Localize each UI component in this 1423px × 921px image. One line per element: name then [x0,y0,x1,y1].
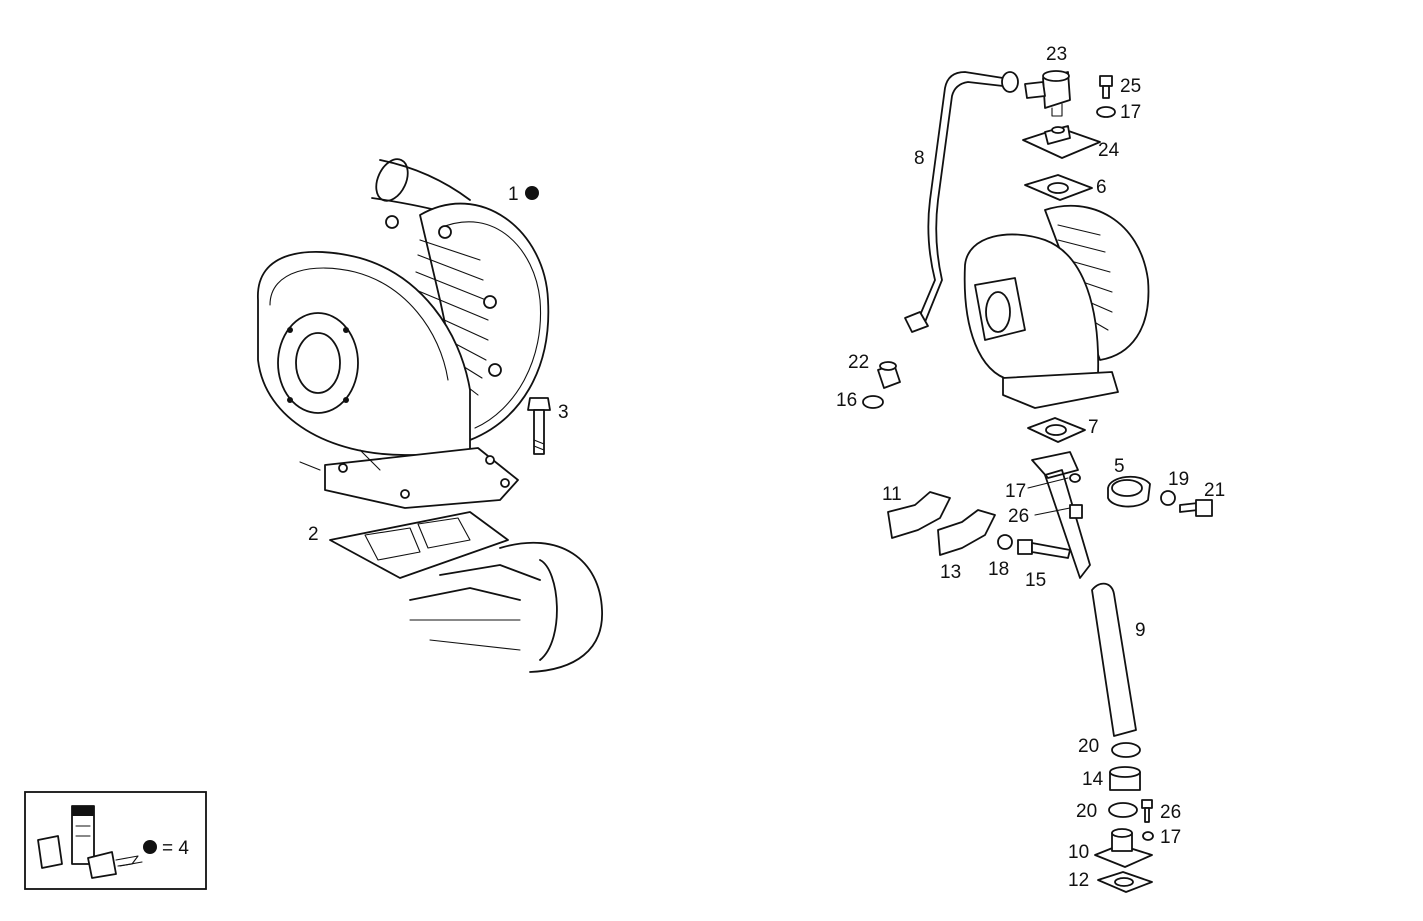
kit-marker-dot [525,186,539,200]
gasket-7 [1027,417,1086,443]
washer-19 [1160,490,1176,506]
hose-clamp-20-bottom [1108,802,1138,818]
sealant-kit-illustration [37,805,143,879]
callout-24: 24 [1098,140,1120,161]
washer-17-mid [1069,473,1081,483]
callout-17-top: 17 [1120,102,1141,123]
callout-9: 9 [1135,620,1146,641]
hose-clamp-20-top [1111,742,1141,758]
callout-2: 2 [308,524,319,545]
bolt-3 [527,397,551,455]
callout-18: 18 [988,559,1009,580]
callout-22: 22 [848,352,869,373]
callout-8: 8 [914,148,925,169]
fitting-22 [877,361,901,389]
turbocharger-small [963,204,1150,409]
callout-20-bottom: 20 [1076,801,1097,822]
flange-10 [1094,828,1153,868]
legend-equals-4: = 4 [162,838,189,859]
bolt-26-a [1069,504,1083,519]
callout-13: 13 [940,562,961,583]
turbocharger-assembly [257,158,550,509]
callout-17-bottom: 17 [1160,827,1181,848]
callout-1: 1 [508,184,519,205]
callout-21: 21 [1204,480,1225,501]
exhaust-manifold [409,541,603,673]
drain-pipe-9 [1031,451,1137,737]
callout-20-top: 20 [1078,736,1099,757]
bracket-11 [887,491,951,539]
callout-6: 6 [1096,177,1107,198]
flange-24 [1022,125,1101,159]
leader-lines [1027,477,1071,516]
washer-16 [862,395,884,409]
callout-15: 15 [1025,570,1046,591]
sleeve-14 [1109,766,1141,791]
callout-12: 12 [1068,870,1089,891]
washer-18 [997,534,1013,550]
callout-11: 11 [882,484,902,505]
bolt-15 [1017,539,1071,559]
callout-5: 5 [1114,456,1125,477]
gasket-6 [1024,174,1093,201]
callout-26-b: 26 [1160,802,1181,823]
oil-pipe-8 [904,71,1019,333]
washer-17-bottom [1142,831,1154,841]
callout-10: 10 [1068,842,1089,863]
callout-7: 7 [1088,417,1099,438]
gasket-12 [1097,871,1153,893]
bracket-13 [937,509,996,556]
screw-25 [1099,75,1113,99]
callout-17-mid: 17 [1005,481,1026,502]
screw-26-b [1141,799,1153,823]
callout-14: 14 [1082,769,1104,790]
kit-legend-box: = 4 [24,791,207,890]
callout-3: 3 [558,402,569,423]
gasket-2 [329,511,509,579]
clamp-5 [1107,475,1151,508]
part-callouts: 1 3 2 23 25 17 8 24 6 22 16 7 5 11 17 19… [308,44,1225,891]
callout-23: 23 [1046,44,1067,65]
callout-25: 25 [1120,76,1141,97]
callout-26-a: 26 [1008,506,1029,527]
kit-marker-dot-legend [143,840,157,854]
callout-19: 19 [1168,469,1189,490]
washer-17-top [1096,106,1116,118]
bolt-21 [1179,499,1213,517]
banjo-fitting-23 [1024,70,1071,117]
callout-16: 16 [836,390,857,411]
